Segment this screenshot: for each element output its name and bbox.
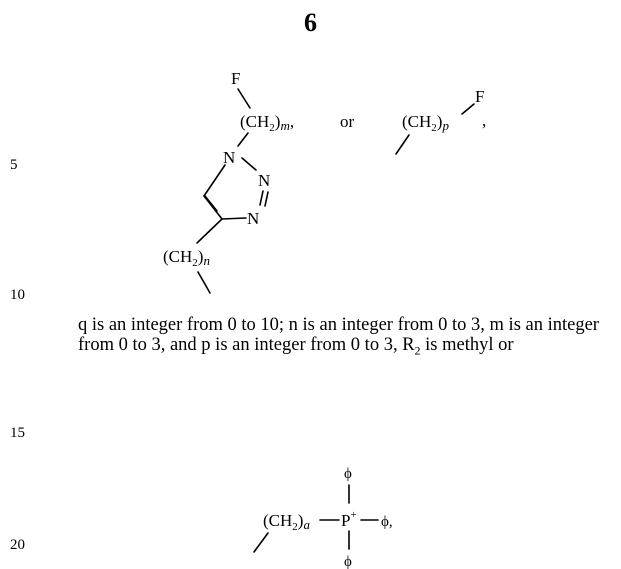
phosphonium-attachment-bond xyxy=(253,532,269,553)
triazole-lower-chain-label: (CH2)n xyxy=(163,247,210,269)
phosphonium-chain-label: (CH2)a xyxy=(263,511,310,533)
paragraph-text-end: is methyl or xyxy=(420,335,514,355)
line-number-5: 5 xyxy=(10,157,18,173)
page-number: 6 xyxy=(304,8,317,37)
line-number-15: 15 xyxy=(10,425,25,441)
c5-n1-bond xyxy=(203,164,226,197)
line-number-10: 10 xyxy=(10,287,25,303)
fluoroalkyl-chain-label: (CH2)p xyxy=(402,112,449,134)
fluoroalkyl-comma: , xyxy=(482,111,486,130)
fluoroalkyl-attachment-bond xyxy=(395,134,410,155)
triazole-upper-chain-label: (CH2)m, xyxy=(240,112,294,134)
n2-n3-bond xyxy=(259,190,264,206)
fluoroalkyl-f-bond xyxy=(461,103,475,115)
fluoroalkyl-fluoro-label: F xyxy=(475,87,484,106)
n3-c4-bond xyxy=(221,217,247,220)
line-number-20: 20 xyxy=(10,537,25,553)
lower-chain-bond xyxy=(197,271,211,294)
c4-c5-bond xyxy=(203,195,223,220)
paragraph-subscript: 2 xyxy=(414,343,421,358)
n1-n2-bond xyxy=(241,157,257,171)
phenyl-right-label: ϕ, xyxy=(381,514,393,530)
phenyl-top-label: ϕ xyxy=(344,466,352,482)
fluoro-bond xyxy=(237,88,251,109)
triazole-fluoro-label: F xyxy=(231,69,240,88)
c4-chain-bond xyxy=(196,218,223,244)
triazole-structure-diagram: F (CH2)m, N N N (CH2)n or (CH2)p F , xyxy=(163,69,486,294)
n2-n3-double-bond xyxy=(264,191,269,207)
phenyl-bottom-label: ϕ xyxy=(344,554,352,569)
paragraph-text: q is an integer from 0 to 10; n is an in… xyxy=(78,315,599,355)
chain-to-n1-bond xyxy=(237,132,249,147)
definition-paragraph: q is an integer from 0 to 10; n is an in… xyxy=(78,315,608,358)
phosphorus-label: P+ xyxy=(341,509,357,530)
c4-c5-double-bond xyxy=(204,195,218,212)
or-connector: or xyxy=(340,112,355,131)
triazole-n2-label: N xyxy=(258,171,270,190)
triazole-n3-label: N xyxy=(247,209,259,228)
triazole-n1-label: N xyxy=(223,148,235,167)
